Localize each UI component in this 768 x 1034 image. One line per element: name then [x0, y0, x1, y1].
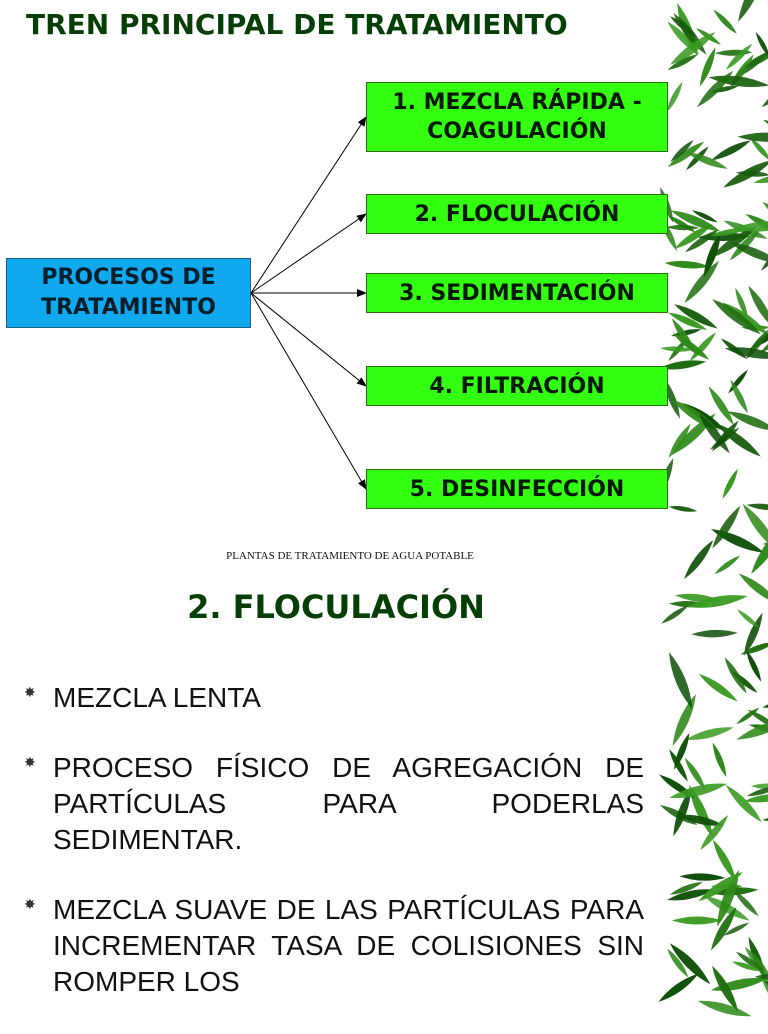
list-item: ✸ MEZCLA LENTA [24, 680, 644, 716]
slide-title: TREN PRINCIPAL DE TRATAMIENTO [26, 8, 568, 41]
step-5-box: 5. DESINFECCIÓN [366, 469, 668, 509]
asterisk-bullet-icon: ✸ [24, 685, 36, 701]
list-item: ✸ MEZCLA SUAVE DE LAS PARTÍCULAS PARA IN… [24, 892, 644, 1000]
step-1-box: 1. MEZCLA RÁPIDA - COAGULACIÓN [366, 82, 668, 152]
step-2-box: 2. FLOCULACIÓN [366, 194, 668, 234]
bullet-text: MEZCLA SUAVE DE LAS PARTÍCULAS PARA INCR… [53, 894, 644, 997]
arrow-to-step-1 [250, 116, 367, 294]
bullet-text: MEZCLA LENTA [53, 682, 261, 713]
arrow-to-step-2 [250, 213, 367, 294]
list-item: ✸ PROCESO FÍSICO DE AGREGACIÓN DE PARTÍC… [24, 750, 644, 858]
procesos-de-tratamiento-box: PROCESOS DE TRATAMIENTO [6, 258, 251, 328]
process-arrows [250, 116, 367, 490]
asterisk-bullet-icon: ✸ [24, 755, 36, 771]
step-4-box: 4. FILTRACIÓN [366, 366, 668, 406]
slide-tren-principal: TREN PRINCIPAL DE TRATAMIENTO PROCESOS D… [6, 8, 668, 562]
slide-title: 2. FLOCULACIÓN [187, 588, 485, 626]
arrow-to-step-5 [250, 292, 367, 490]
bullet-text: PROCESO FÍSICO DE AGREGACIÓN DE PARTÍCUL… [53, 752, 644, 855]
step-3-box: 3. SEDIMENTACIÓN [366, 273, 668, 313]
slide-footer: PLANTAS DE TRATAMIENTO DE AGUA POTABLE [226, 550, 474, 562]
slide-floculacion: 2. FLOCULACIÓN ✸ MEZCLA LENTA ✸ PROCESO … [0, 580, 768, 1024]
bullet-list: ✸ MEZCLA LENTA ✸ PROCESO FÍSICO DE AGREG… [24, 680, 644, 1034]
asterisk-bullet-icon: ✸ [24, 897, 36, 913]
arrow-to-step-4 [250, 292, 367, 387]
